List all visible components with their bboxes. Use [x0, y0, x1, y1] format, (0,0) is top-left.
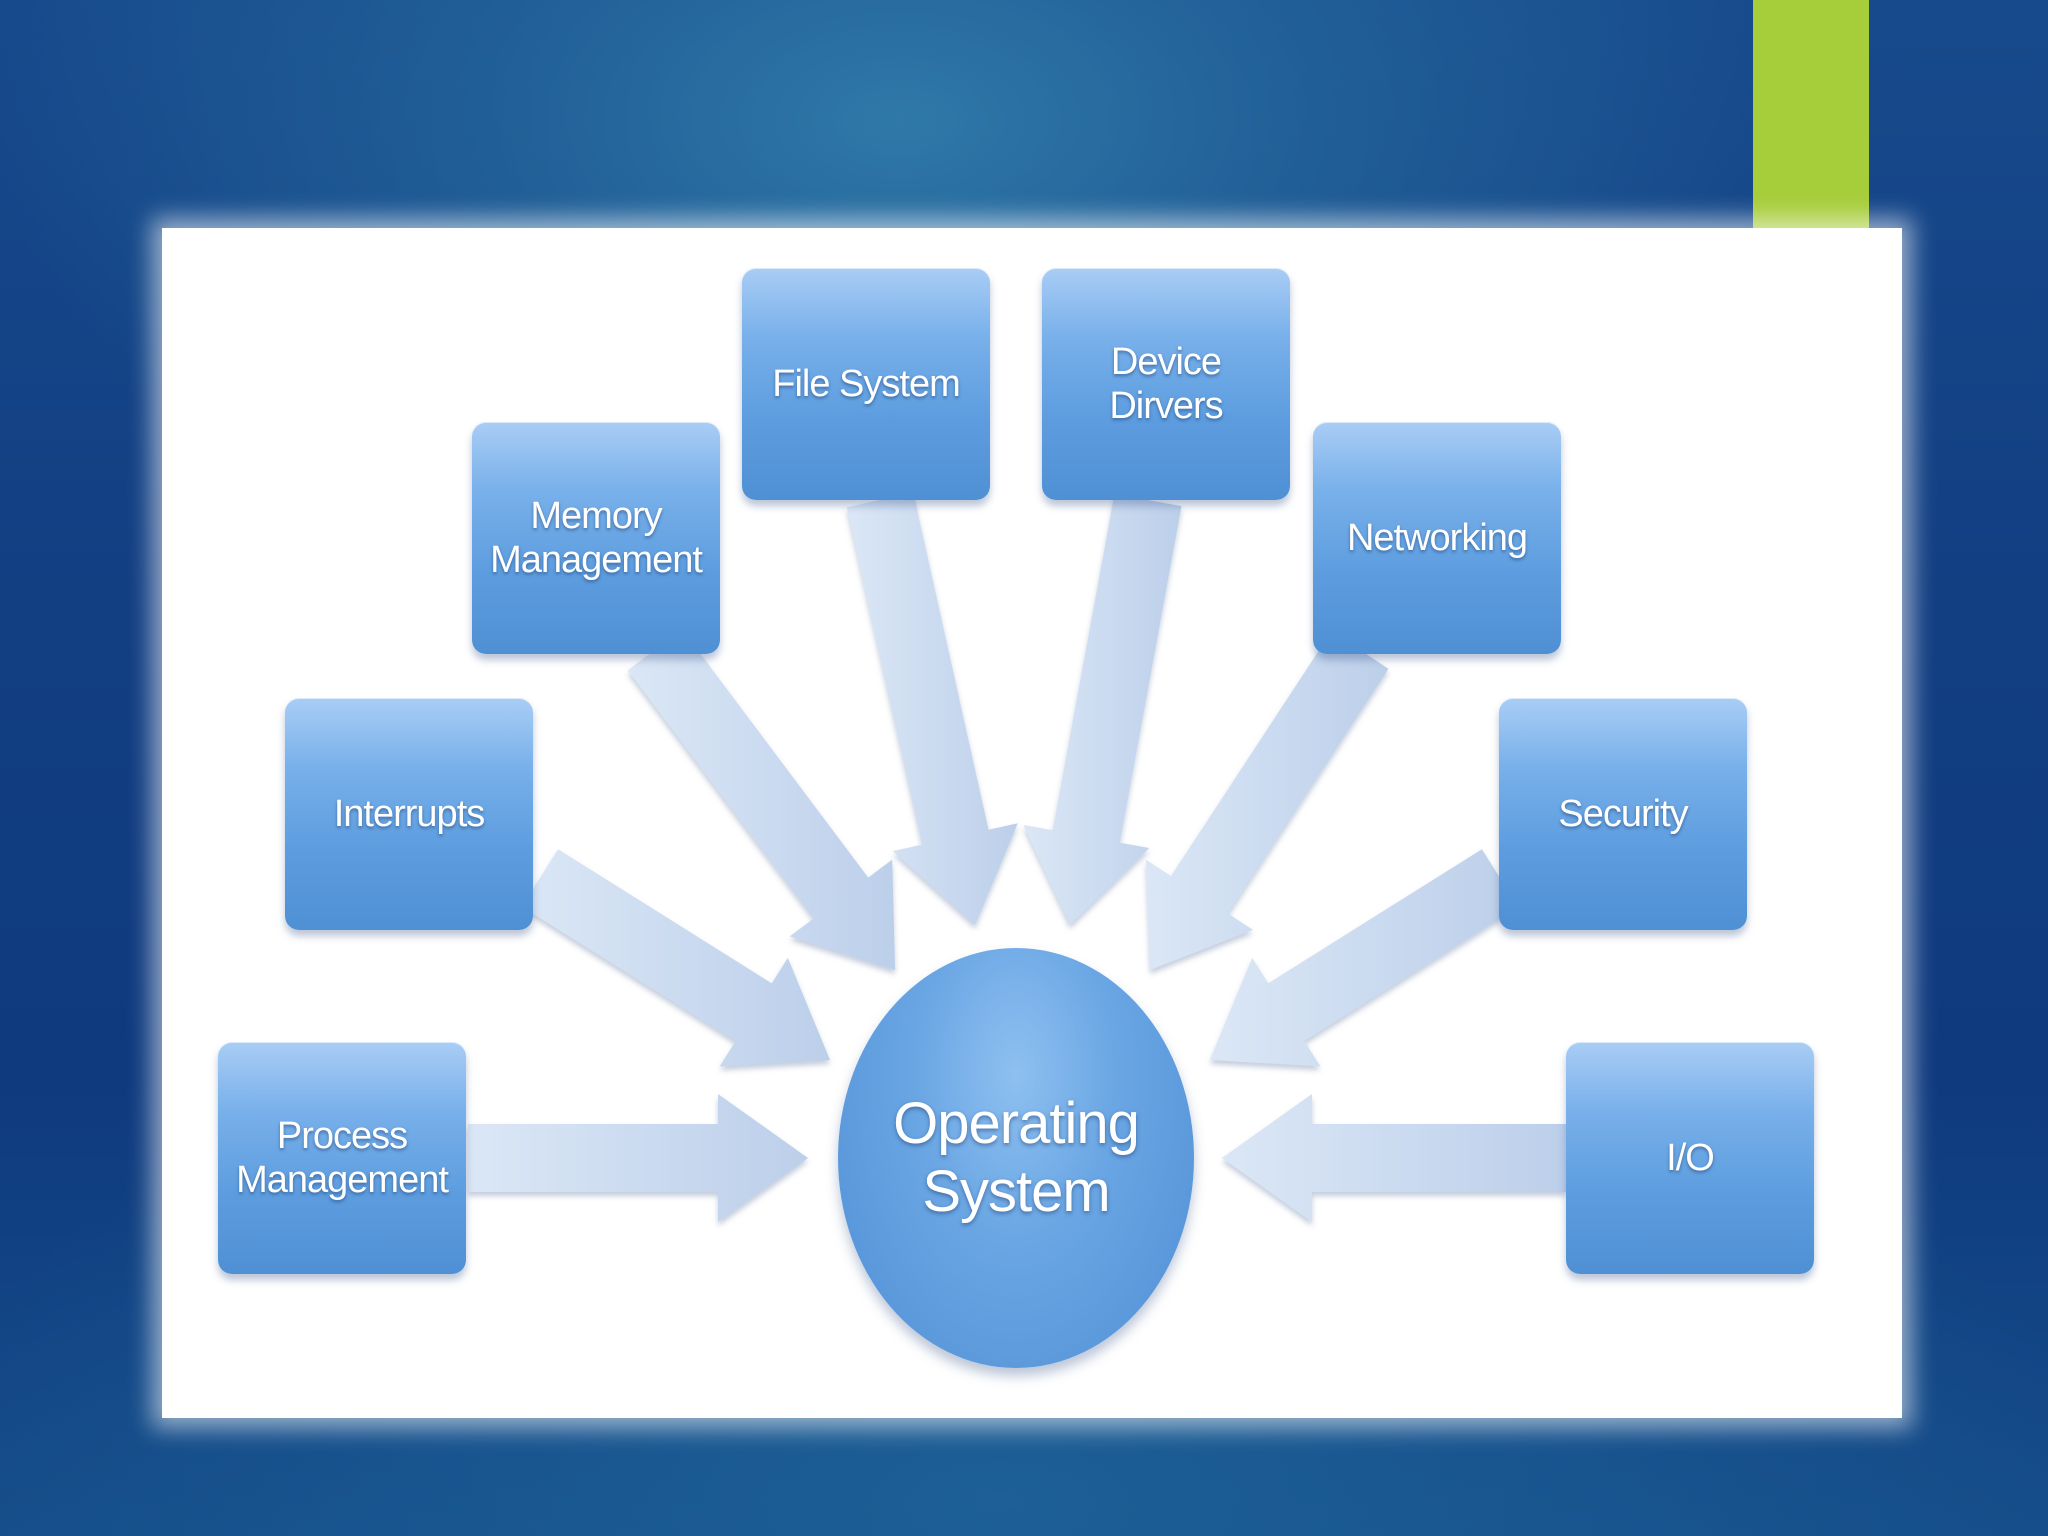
arrow-networking-to-operating-system: [1145, 631, 1389, 970]
center-label: Operating System: [893, 1091, 1140, 1224]
node-label: Device Dirvers: [1109, 341, 1223, 427]
node-label: File System: [772, 363, 960, 405]
node-process-management: Process Management: [218, 1042, 466, 1274]
node-label: Security: [1558, 793, 1688, 835]
arrow-device-drivers-to-operating-system: [1023, 493, 1182, 925]
arrow-io-to-operating-system: [1222, 1094, 1566, 1222]
node-memory-management: Memory Management: [472, 422, 720, 654]
node-interrupts: Interrupts: [285, 698, 533, 930]
arrow-security-to-operating-system: [1210, 849, 1519, 1067]
arrow-process-management-to-operating-system: [468, 1094, 808, 1222]
arrow-memory-management-to-operating-system: [627, 629, 895, 970]
accent-bar: [1753, 0, 1869, 236]
node-device-drivers: Device Dirvers: [1042, 268, 1290, 500]
node-label: Memory Management: [490, 495, 703, 581]
arrow-interrupts-to-operating-system: [521, 849, 830, 1067]
node-security: Security: [1499, 698, 1747, 930]
node-file-system: File System: [742, 268, 990, 500]
node-label: I/O: [1666, 1137, 1715, 1179]
node-networking: Networking: [1313, 422, 1561, 654]
node-label: Networking: [1346, 517, 1528, 559]
node-label: Interrupts: [333, 793, 486, 835]
center-node-operating-system: Operating System: [838, 948, 1194, 1368]
arrow-file-system-to-operating-system: [846, 492, 1018, 925]
node-io: I/O: [1566, 1042, 1814, 1274]
node-label: Process Management: [236, 1115, 449, 1201]
